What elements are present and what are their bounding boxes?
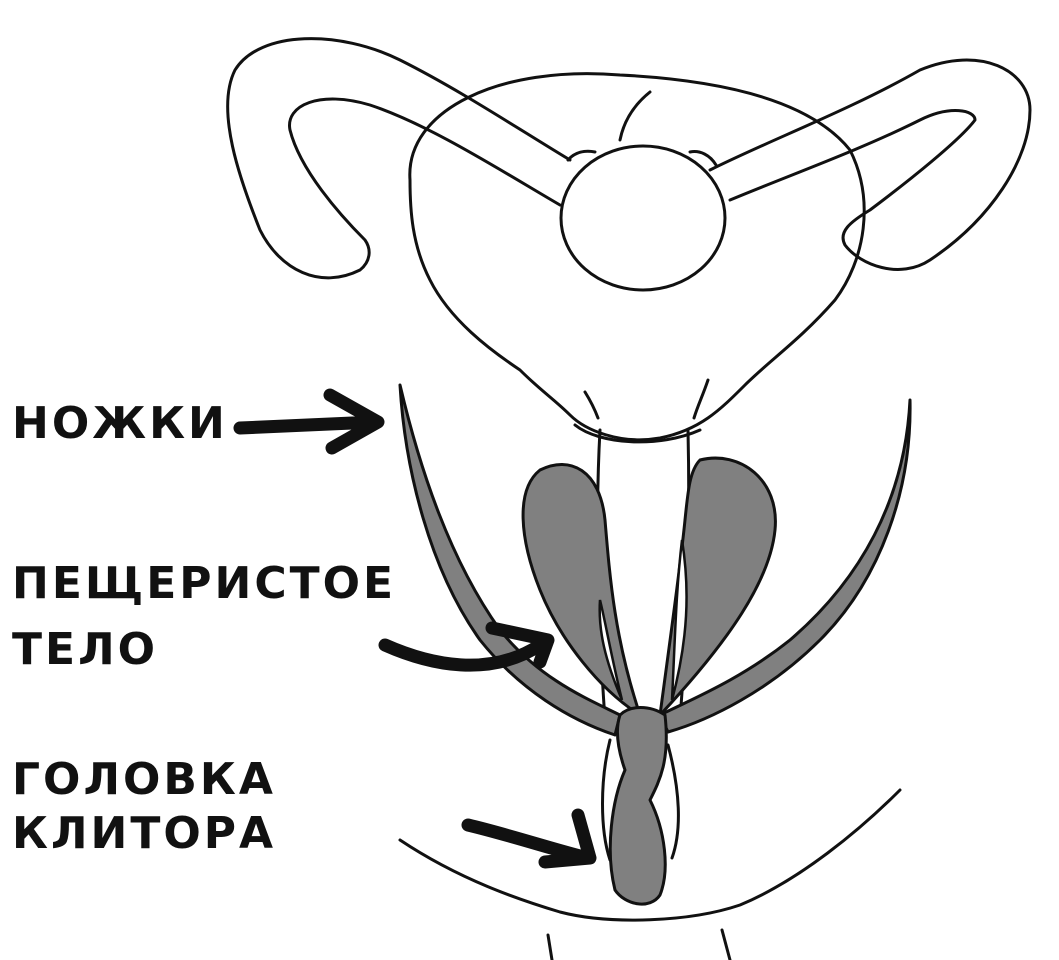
clitoral-body-glans (610, 708, 666, 905)
arrow-cavernous-body (385, 628, 548, 665)
label-cavernous-body-line2: ТЕЛО (12, 628, 158, 672)
leg-left (548, 935, 552, 960)
cervix-fold-right (694, 380, 708, 418)
fallopian-tube-left (228, 39, 570, 278)
fallopian-tube-right (710, 60, 1030, 269)
ovary-ligament (620, 92, 650, 140)
leg-right (722, 930, 730, 960)
cervix-fold-left (585, 392, 598, 418)
label-glans-line2: КЛИТОРА (12, 812, 276, 856)
fimbriae-left (568, 151, 595, 160)
arrow-crura (240, 395, 378, 448)
arrow-glans (468, 815, 590, 862)
label-crura: НОЖКИ (12, 402, 228, 446)
label-cavernous-body-line1: ПЕЩЕРИСТОЕ (12, 562, 396, 606)
ovary (561, 146, 725, 290)
label-glans-line1: ГОЛОВКА (12, 758, 276, 802)
